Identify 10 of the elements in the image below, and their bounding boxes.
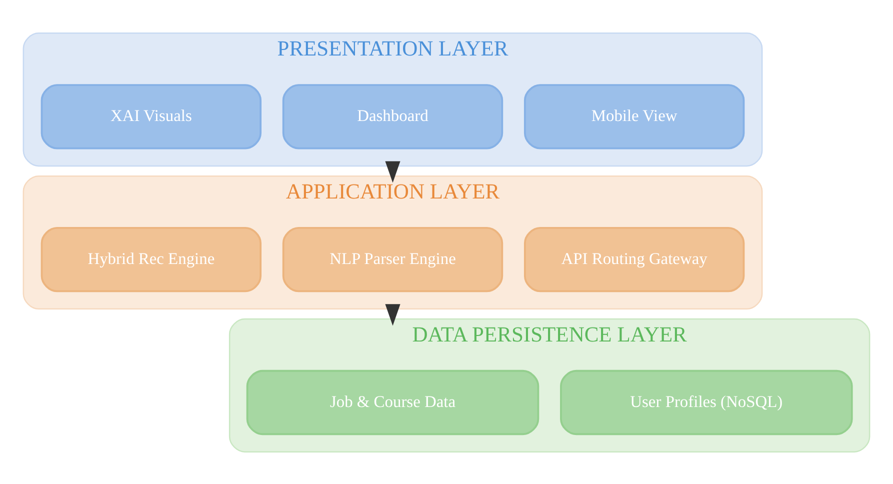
node-box: Hybrid Rec Engine — [40, 226, 262, 292]
node-box: NLP Parser Engine — [282, 226, 504, 292]
node-box: API Routing Gateway — [524, 226, 745, 292]
node-box: XAI Visuals — [40, 84, 262, 149]
arrow — [385, 304, 400, 326]
node-box: Dashboard — [282, 84, 504, 149]
arrow — [385, 160, 400, 182]
node-box: User Profiles (NoSQL) — [560, 369, 853, 435]
node-box: Job & Course Data — [246, 369, 540, 435]
node-box: Mobile View — [524, 84, 745, 149]
